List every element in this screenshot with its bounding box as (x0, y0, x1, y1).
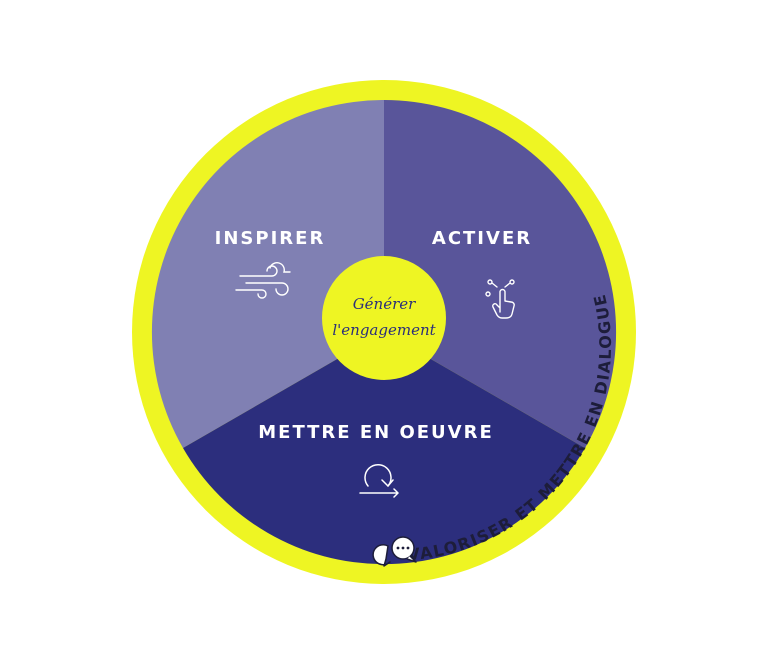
touch-icon (485, 279, 515, 319)
segment-label-inspirer: INSPIRER (215, 228, 326, 249)
segment-mettre-en-oeuvre[interactable] (183, 332, 585, 565)
segment-inspirer[interactable] (151, 99, 384, 448)
speech-bubbles-icon (372, 536, 417, 567)
cycle-arrow-icon (359, 463, 399, 498)
segment-label-activer: ACTIVER (432, 228, 532, 249)
wind-icon (235, 262, 291, 299)
center-text-line1: Générer (353, 295, 416, 313)
segment-label-mettre-en-oeuvre: METTRE EN OEUVRE (258, 422, 494, 443)
center-text-line2: l'engagement (332, 321, 436, 339)
center-circle (322, 256, 446, 380)
segment-activer[interactable] (384, 99, 617, 448)
